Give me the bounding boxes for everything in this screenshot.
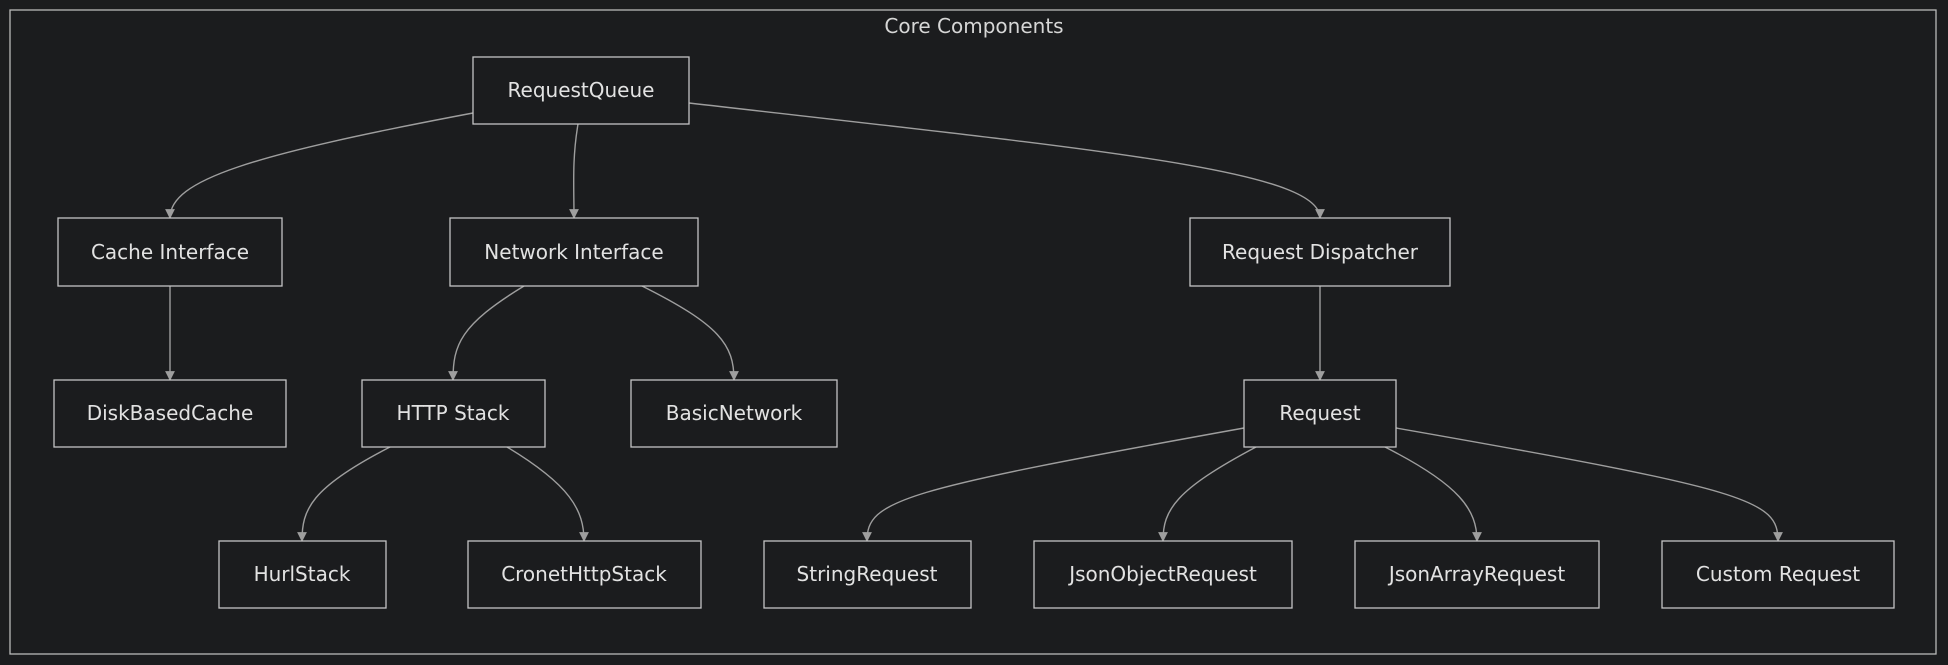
node-network-interface[interactable]: Network Interface (449, 217, 699, 287)
node-basic-network-box (630, 379, 838, 448)
node-string-request[interactable]: StringRequest (763, 540, 972, 609)
edge-request-to-json-array-request (1384, 446, 1482, 542)
node-cache-interface[interactable]: Cache Interface (57, 217, 283, 287)
node-custom-request[interactable]: Custom Request (1661, 540, 1895, 609)
edge-request-queue-to-cache-interface (165, 112, 474, 219)
node-cronet-http-stack[interactable]: CronetHttpStack (467, 540, 702, 609)
node-hurl-stack-box (218, 540, 387, 609)
node-basic-network[interactable]: BasicNetwork (630, 379, 838, 448)
node-json-array-request-label: JsonArrayRequest (1387, 562, 1565, 586)
node-request-dispatcher-label: Request Dispatcher (1222, 240, 1419, 264)
node-json-object-request-box (1033, 540, 1293, 609)
node-json-array-request-box (1354, 540, 1600, 609)
edge-http-stack-to-cronet-http-stack (506, 446, 589, 542)
edge-request-to-json-object-request (1158, 446, 1257, 542)
group-title: Core Components (884, 14, 1063, 38)
edge-request-to-string-request (862, 427, 1245, 542)
node-string-request-box (763, 540, 972, 609)
edge-http-stack-to-hurl-stack (297, 446, 391, 542)
node-json-object-request[interactable]: JsonObjectRequest (1033, 540, 1293, 609)
core-components-group (9, 9, 1937, 655)
edge-network-interface-to-http-stack (448, 285, 525, 381)
node-cronet-http-stack-label: CronetHttpStack (501, 562, 667, 586)
edge-request-queue-to-request-dispatcher (688, 102, 1325, 219)
node-http-stack-label: HTTP Stack (397, 401, 510, 425)
node-http-stack[interactable]: HTTP Stack (361, 379, 546, 448)
edge-request-to-custom-request (1395, 427, 1783, 542)
node-request-queue-box (472, 56, 690, 125)
node-json-object-request-label: JsonObjectRequest (1067, 562, 1257, 586)
node-hurl-stack-label: HurlStack (254, 562, 351, 586)
node-request-dispatcher-box (1189, 217, 1451, 287)
nodes: RequestQueue Cache Interface Network Int… (53, 56, 1895, 609)
node-basic-network-label: BasicNetwork (666, 401, 803, 425)
edge-network-interface-to-basic-network (641, 285, 739, 381)
node-custom-request-box (1661, 540, 1895, 609)
node-hurl-stack[interactable]: HurlStack (218, 540, 387, 609)
node-string-request-label: StringRequest (797, 562, 938, 586)
edges (165, 102, 1783, 542)
node-request-queue-label: RequestQueue (508, 78, 655, 102)
node-request-queue[interactable]: RequestQueue (472, 56, 690, 125)
node-disk-based-cache[interactable]: DiskBasedCache (53, 379, 287, 448)
node-cronet-http-stack-box (467, 540, 702, 609)
node-cache-interface-box (57, 217, 283, 287)
node-json-array-request[interactable]: JsonArrayRequest (1354, 540, 1600, 609)
node-network-interface-label: Network Interface (484, 240, 663, 264)
node-request-dispatcher[interactable]: Request Dispatcher (1189, 217, 1451, 287)
node-custom-request-label: Custom Request (1696, 562, 1860, 586)
node-request-label: Request (1279, 401, 1360, 425)
node-request-box (1243, 379, 1397, 448)
node-http-stack-box (361, 379, 546, 448)
node-disk-based-cache-box (53, 379, 287, 448)
node-network-interface-box (449, 217, 699, 287)
node-request[interactable]: Request (1243, 379, 1397, 448)
node-cache-interface-label: Cache Interface (91, 240, 249, 264)
node-disk-based-cache-label: DiskBasedCache (87, 401, 254, 425)
edge-request-queue-to-network-interface (569, 123, 579, 219)
